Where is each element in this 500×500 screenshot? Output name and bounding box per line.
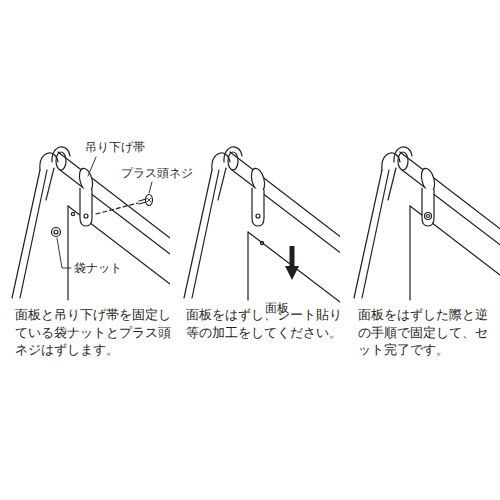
cap-nut <box>425 213 432 220</box>
hanging-band <box>419 167 437 226</box>
leader-line <box>57 238 71 268</box>
board-hole <box>71 212 74 215</box>
step-caption: 面板をはずした際と逆の手順で固定して、セット完了です。 <box>358 306 494 359</box>
step-caption: 面板と吊り下げ帯を固定している袋ナットとプラス頭ネジはずします。 <box>15 306 175 359</box>
down-arrow <box>285 246 299 280</box>
frame <box>184 147 340 298</box>
hanging-band <box>77 167 95 226</box>
part-label: 吊り下げ帯 <box>84 139 146 155</box>
part-label: プラス頭ネジ <box>120 165 194 181</box>
sign-stand-step2 <box>184 147 340 302</box>
screw-path <box>96 203 138 214</box>
leader-line <box>88 157 96 176</box>
face-board-top <box>248 232 340 302</box>
hanging-band <box>249 167 267 226</box>
face-board <box>409 206 410 300</box>
phillips-screw <box>139 195 153 206</box>
cap-nut <box>52 228 61 237</box>
face-board <box>67 206 68 300</box>
face-board <box>247 232 248 300</box>
board-hole <box>260 241 263 244</box>
step-caption: 面板をはずし、シート貼り等の加工をしてください。 <box>186 306 346 341</box>
frame <box>354 147 500 298</box>
sign-stand-step3 <box>354 147 500 300</box>
part-label: 袋ナット <box>73 260 123 276</box>
leader-line <box>149 182 152 193</box>
